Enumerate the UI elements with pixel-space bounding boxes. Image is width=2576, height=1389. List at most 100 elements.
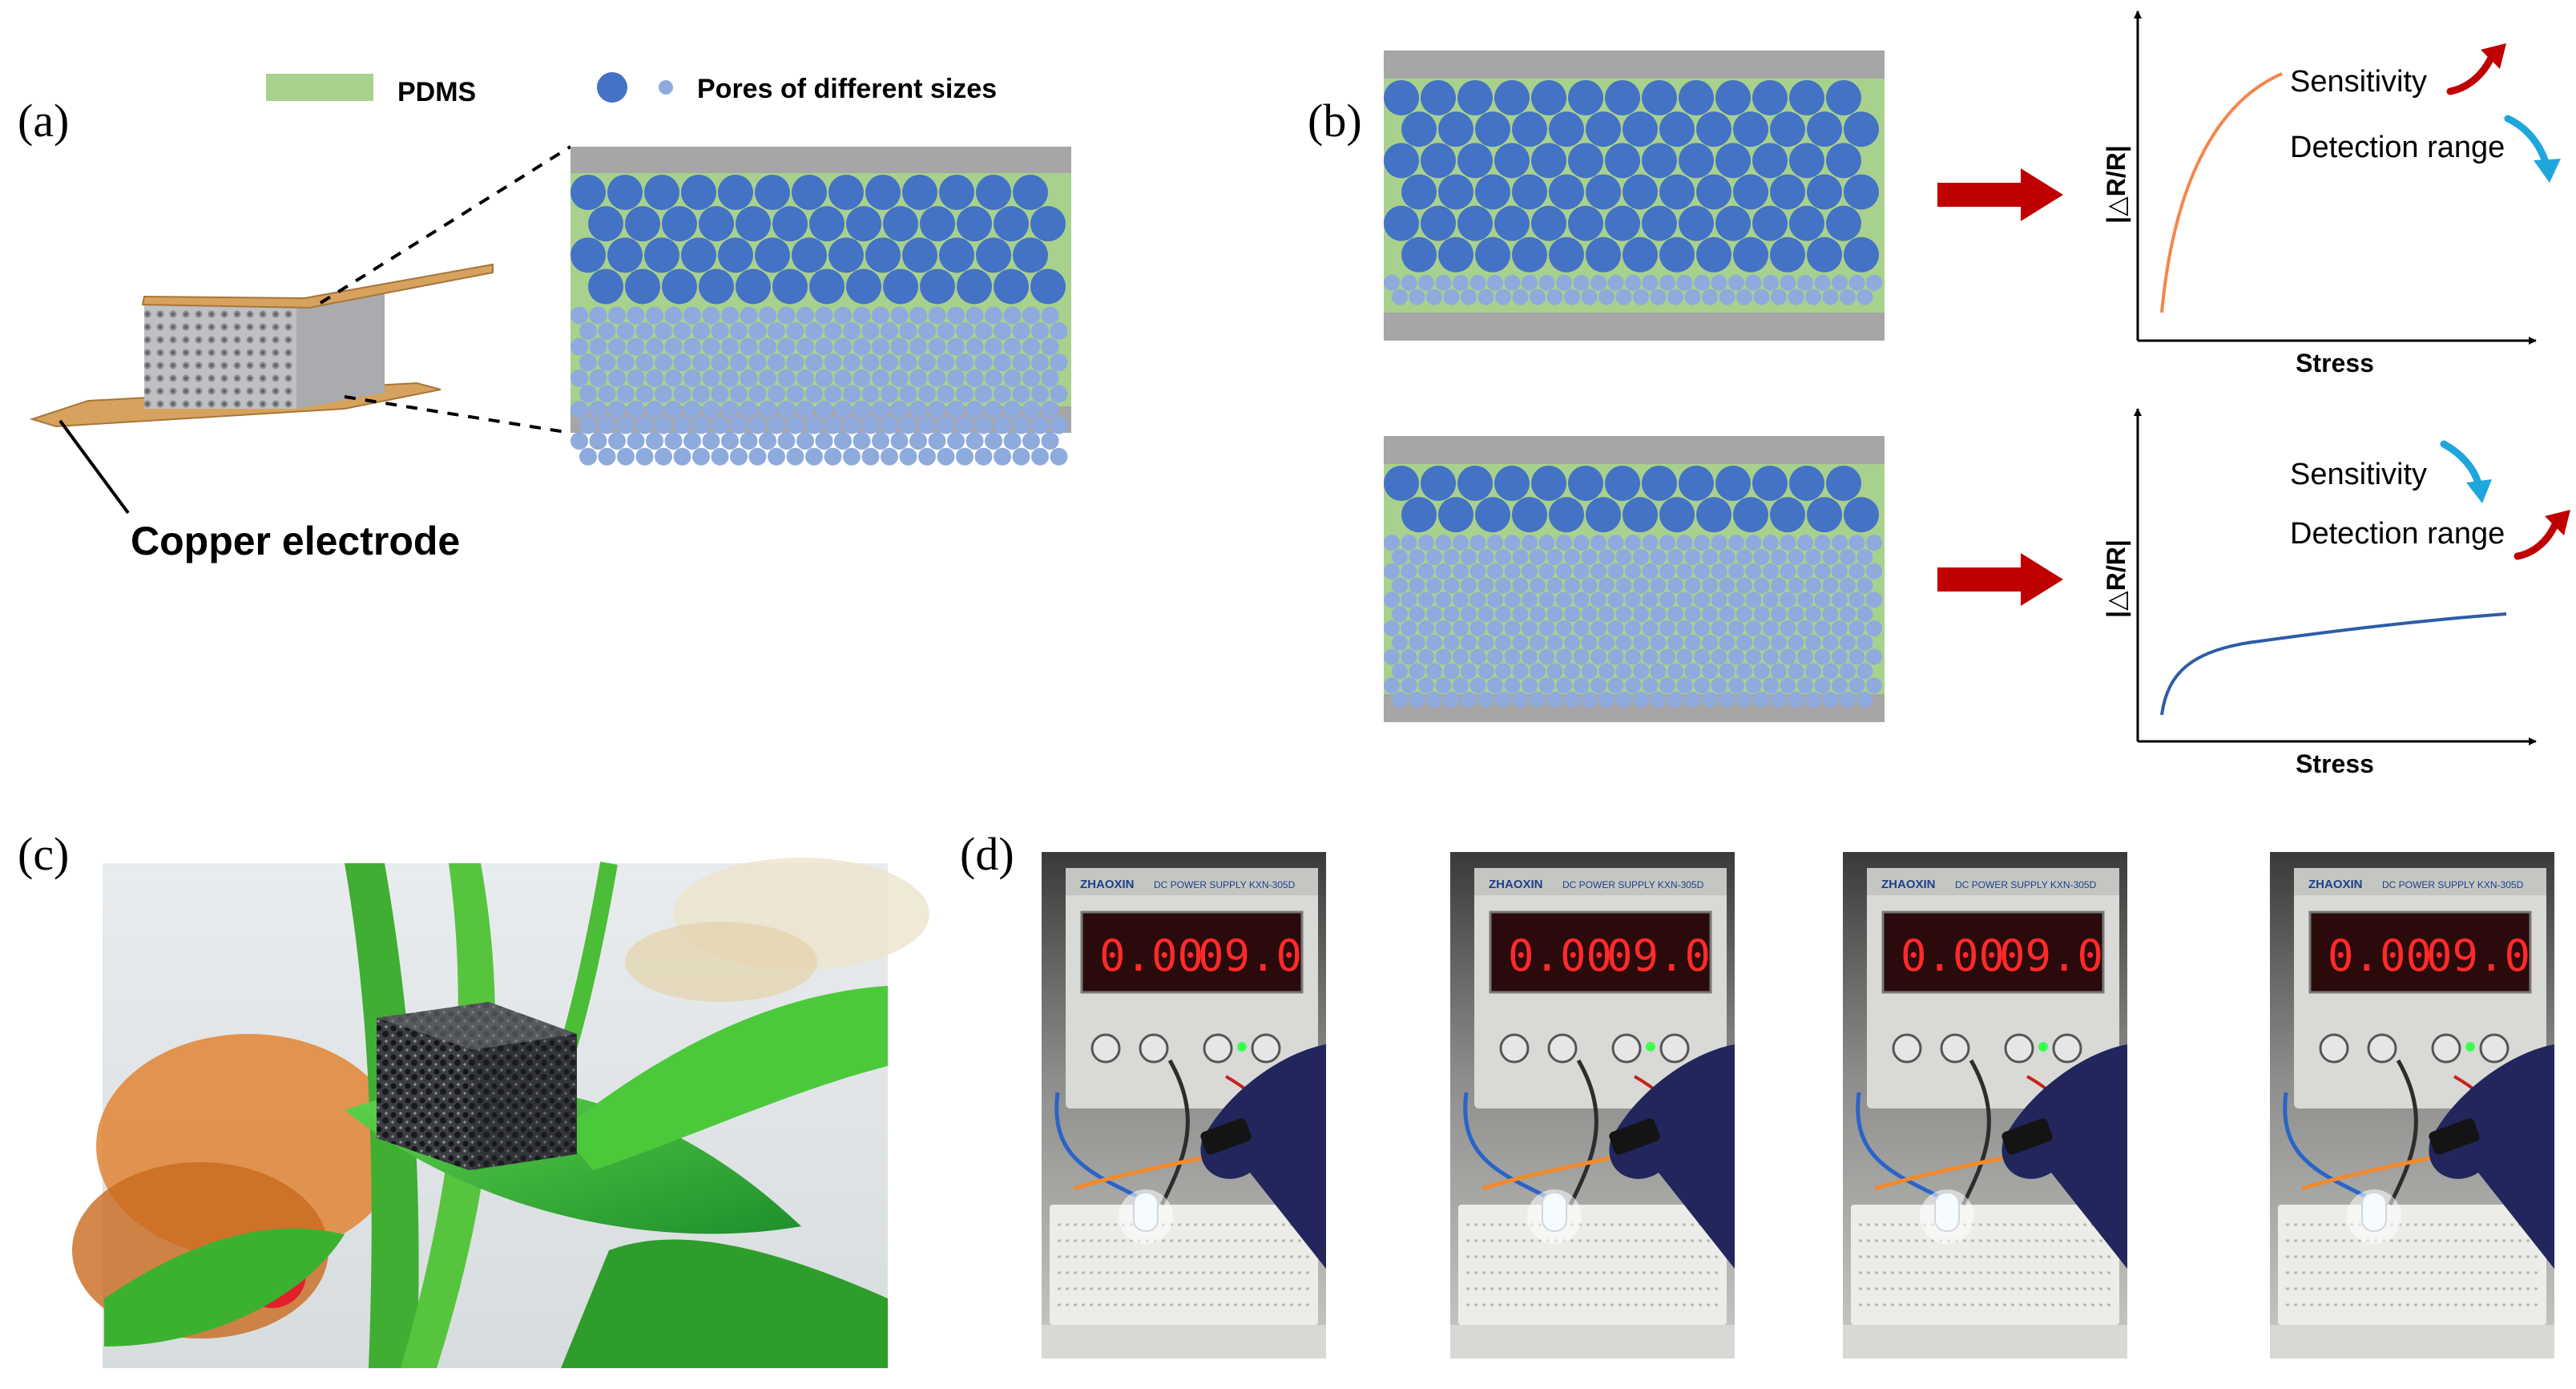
small-pore: [1426, 663, 1442, 680]
large-pore: [1605, 143, 1640, 179]
gloved-hand: [2002, 1044, 2127, 1269]
small-pore: [692, 353, 710, 372]
small-pore: [1763, 677, 1779, 694]
large-pore: [644, 175, 679, 210]
small-pore: [1495, 634, 1511, 651]
bottom-plot-sensitivity-label: Sensitivity: [2290, 458, 2427, 491]
small-pore: [928, 400, 946, 418]
small-pore: [1728, 648, 1744, 665]
small-pore: [1728, 620, 1744, 636]
small-pore: [1667, 634, 1683, 651]
small-pore: [1856, 289, 1873, 305]
small-pore: [646, 400, 663, 418]
large-pore: [1642, 80, 1677, 115]
large-pore: [957, 269, 992, 305]
large-pore: [1752, 205, 1788, 241]
small-pore: [1805, 548, 1821, 565]
small-pore: [1504, 535, 1521, 551]
small-pore: [711, 353, 729, 372]
small-pore: [1461, 289, 1477, 305]
current-readout: 0.00: [1099, 931, 1203, 981]
small-pore: [664, 369, 683, 387]
small-pore: [740, 306, 758, 325]
small-pore: [1012, 385, 1030, 403]
small-pore-legend-dot: [659, 80, 673, 95]
small-pore: [824, 322, 842, 341]
small-pore: [1504, 620, 1521, 636]
small-pore: [1022, 369, 1040, 387]
small-pore: [899, 385, 917, 403]
small-pore: [1607, 677, 1624, 694]
small-pore: [702, 369, 720, 387]
red-arrow-bottom: [1937, 553, 2063, 606]
small-pore: [1409, 577, 1425, 594]
bottom-plot-xlabel: Stress: [2296, 749, 2374, 778]
large-pore: [1696, 236, 1731, 273]
small-pore: [843, 385, 861, 403]
small-pore: [655, 322, 672, 341]
small-pore: [1504, 563, 1521, 579]
porous-foam-sample: [377, 1002, 577, 1170]
small-pore: [1495, 548, 1511, 565]
small-pore: [589, 369, 607, 387]
small-pore: [1022, 432, 1040, 450]
small-pore: [834, 369, 852, 387]
small-pore: [579, 322, 597, 341]
psu-knob: [2479, 1033, 2509, 1064]
small-pore: [805, 322, 823, 341]
small-pore: [1012, 416, 1030, 434]
small-pore: [1684, 606, 1701, 623]
small-pore: [1684, 663, 1701, 680]
small-pore: [994, 447, 1011, 466]
small-pore: [759, 337, 776, 356]
large-pore: [957, 206, 992, 242]
large-pore: [736, 269, 771, 305]
small-pore: [1615, 577, 1632, 594]
small-pore: [1840, 577, 1856, 594]
small-pore: [815, 337, 833, 356]
small-pore: [1546, 577, 1563, 594]
small-pore: [1625, 620, 1641, 636]
small-pore: [1771, 577, 1787, 594]
small-pore: [617, 385, 635, 403]
small-pore: [646, 337, 663, 356]
small-pore: [985, 337, 1002, 356]
sensitivity-decrease-arrow-icon: [2440, 440, 2492, 503]
small-pore: [1392, 289, 1408, 305]
large-pore: [1642, 205, 1677, 241]
small-pore: [796, 369, 814, 387]
small-pore: [1650, 606, 1667, 623]
small-pore: [1856, 663, 1873, 680]
large-pore: [1512, 236, 1547, 273]
small-pore: [1650, 691, 1667, 708]
small-pore: [909, 400, 927, 418]
zoom-line-top: [319, 145, 572, 305]
small-pore: [768, 385, 785, 403]
small-pore: [985, 369, 1002, 387]
psu-status-led: [1646, 1042, 1655, 1052]
small-pore: [673, 353, 691, 372]
small-pore: [1694, 274, 1710, 291]
small-pore: [1719, 606, 1735, 623]
small-pore: [796, 432, 814, 450]
large-pore: [1512, 111, 1547, 147]
small-pore: [759, 306, 776, 325]
small-pore: [1469, 535, 1486, 551]
small-pore: [974, 416, 993, 434]
small-pore: [1050, 447, 1068, 466]
small-pore: [1401, 620, 1417, 636]
small-pore: [635, 353, 654, 372]
large-pore: [1826, 80, 1861, 115]
large-pore: [607, 237, 643, 273]
small-pore: [1504, 274, 1521, 291]
psu-knob: [1499, 1033, 1530, 1064]
large-pore: [1030, 269, 1066, 305]
small-pore: [711, 447, 729, 466]
large-pore: [1642, 143, 1677, 179]
small-pore: [1650, 289, 1667, 305]
small-pore: [1512, 606, 1529, 623]
small-pore: [1392, 691, 1408, 708]
small-pore: [1581, 663, 1598, 680]
